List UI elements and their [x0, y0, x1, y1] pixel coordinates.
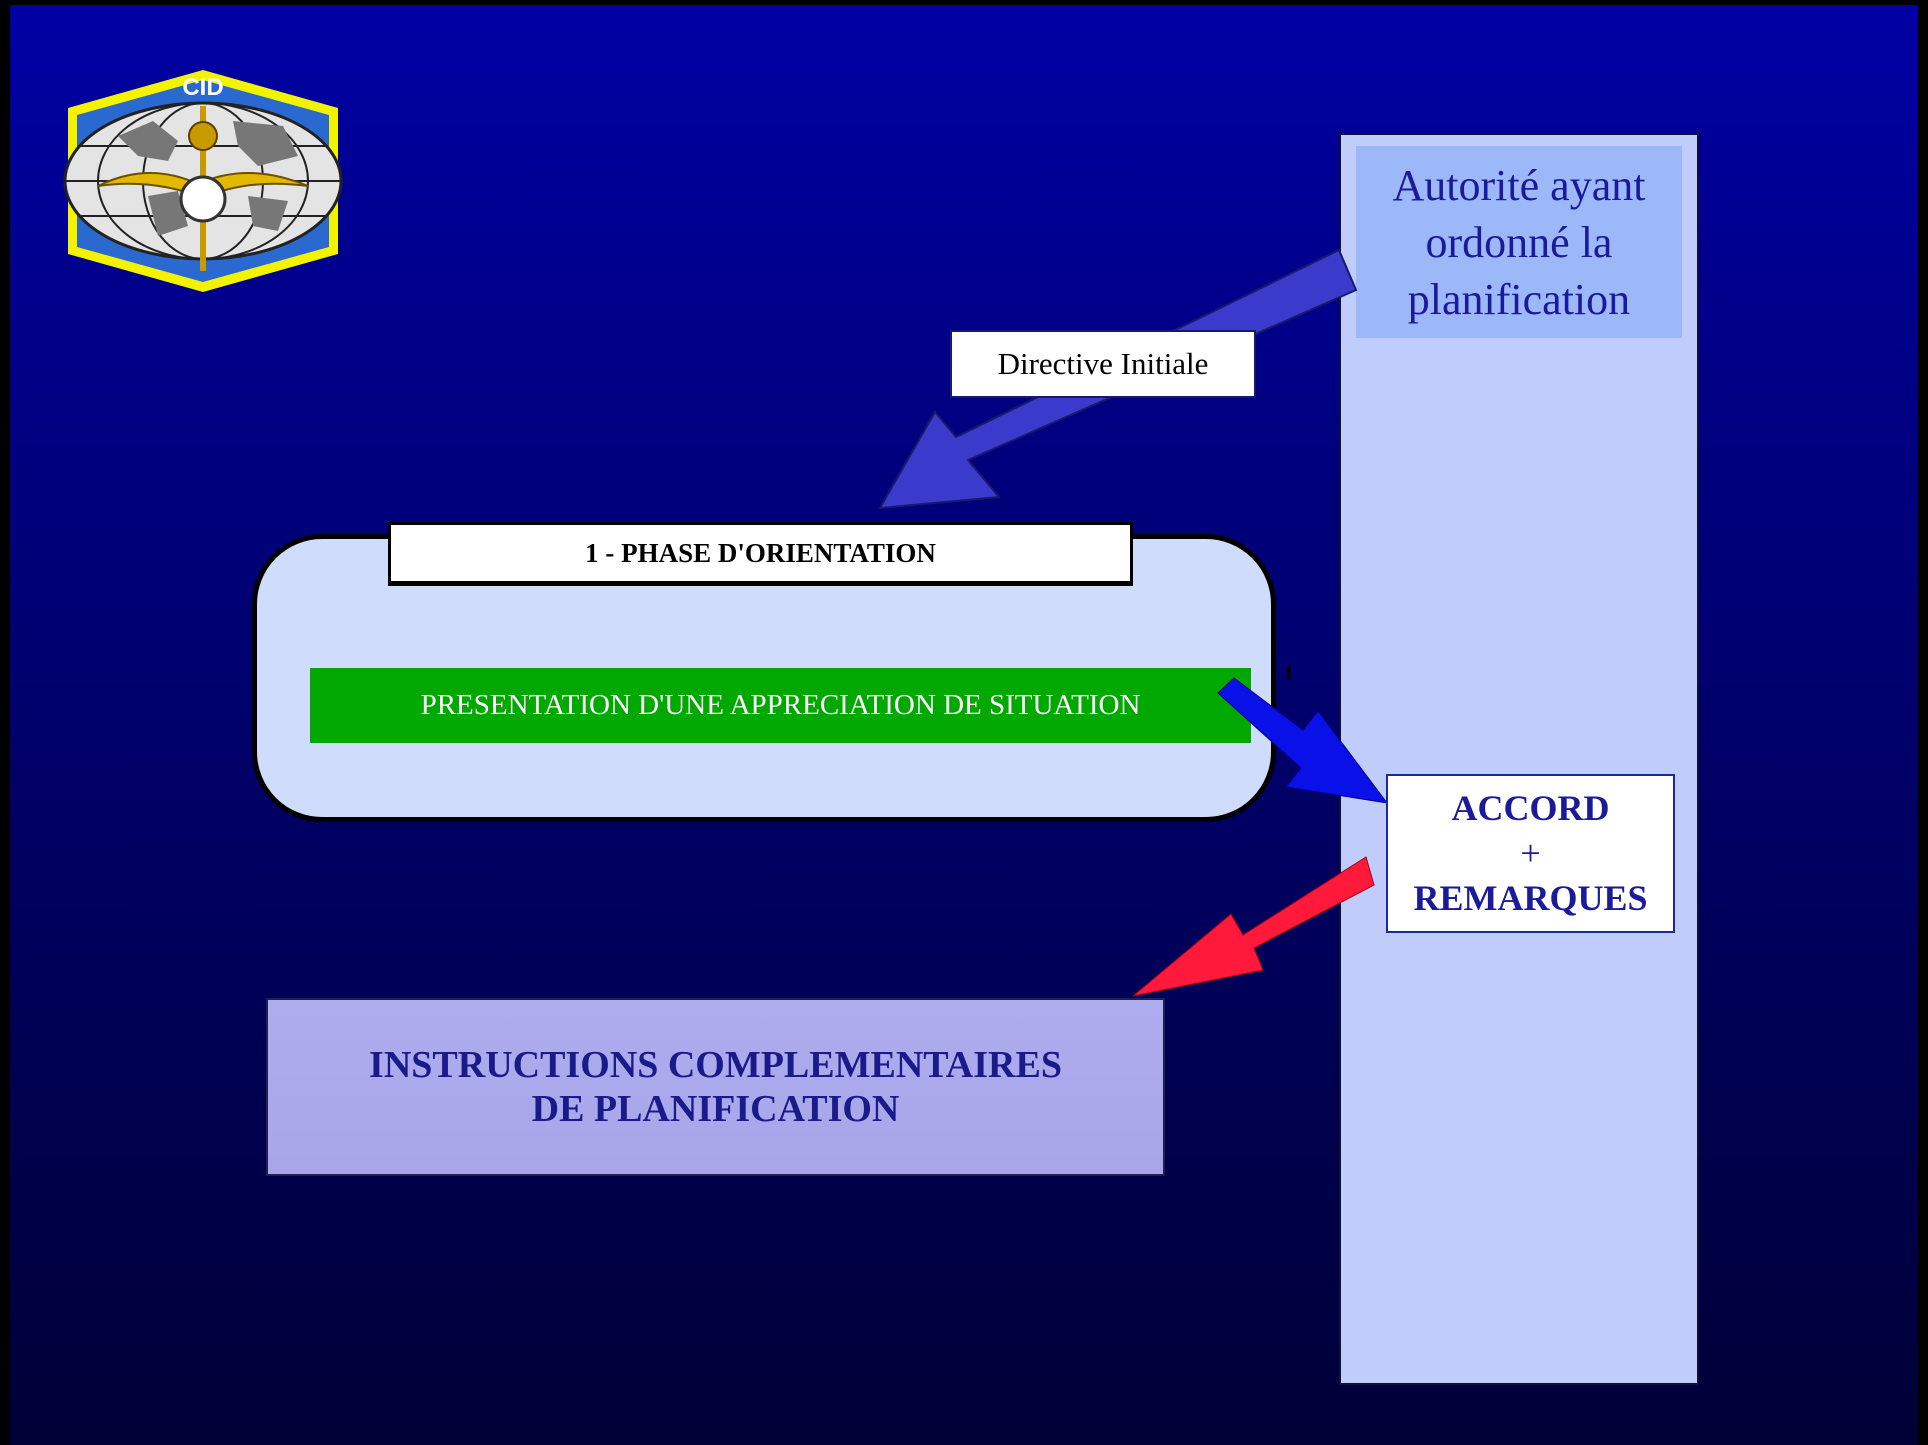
accord-line-3: REMARQUES — [1413, 878, 1648, 918]
accord-plus: + — [1520, 833, 1541, 873]
phase-number: 1 — [1283, 660, 1294, 685]
authority-box: Autorité ayant ordonné la planification — [1356, 146, 1682, 338]
instructions-box: INSTRUCTIONS COMPLEMENTAIRES DE PLANIFIC… — [266, 998, 1165, 1176]
authority-line-1: Autorité ayant — [1392, 160, 1646, 210]
cid-logo: CID — [63, 70, 343, 292]
instructions-arrow — [1132, 856, 1375, 997]
phase-title: 1 - PHASE D'ORIENTATION — [388, 522, 1133, 586]
instructions-line-1: INSTRUCTIONS COMPLEMENTAIRES — [369, 1044, 1062, 1086]
instructions-line-2: DE PLANIFICATION — [531, 1088, 900, 1130]
accord-line-1: ACCORD — [1451, 788, 1610, 828]
svg-text:CID: CID — [182, 74, 223, 101]
accord-box: ACCORD + REMARQUES — [1386, 774, 1675, 933]
directive-label: Directive Initiale — [950, 330, 1256, 398]
presentation-bar: PRESENTATION D'UNE APPRECIATION DE SITUA… — [310, 668, 1251, 743]
authority-line-3: planification — [1407, 274, 1631, 324]
presentation-arrow — [1217, 677, 1389, 804]
authority-line-2: ordonné la — [1425, 217, 1613, 267]
